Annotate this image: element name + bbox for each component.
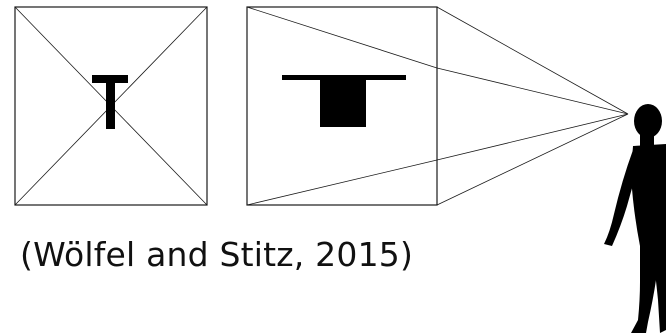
t-plate [282, 75, 406, 80]
projection-lines [437, 7, 628, 205]
viewer-head [634, 104, 662, 138]
t-object-perspective [282, 75, 406, 127]
right-panel-perspective-line-a [247, 7, 437, 68]
right-panel-perspective-line-b [247, 160, 437, 205]
citation-caption: (Wölfel and Stitz, 2015) [20, 238, 413, 271]
t-block [320, 80, 366, 127]
t-stem [106, 75, 115, 129]
projection-line [437, 7, 628, 114]
projection-line [437, 114, 628, 205]
viewer-neck [640, 134, 654, 146]
projection-line [437, 68, 628, 114]
right-panel [247, 7, 437, 205]
t-object-top-view [92, 75, 128, 129]
viewer-silhouette [604, 104, 666, 333]
left-panel [15, 7, 207, 205]
projection-line [437, 114, 628, 160]
